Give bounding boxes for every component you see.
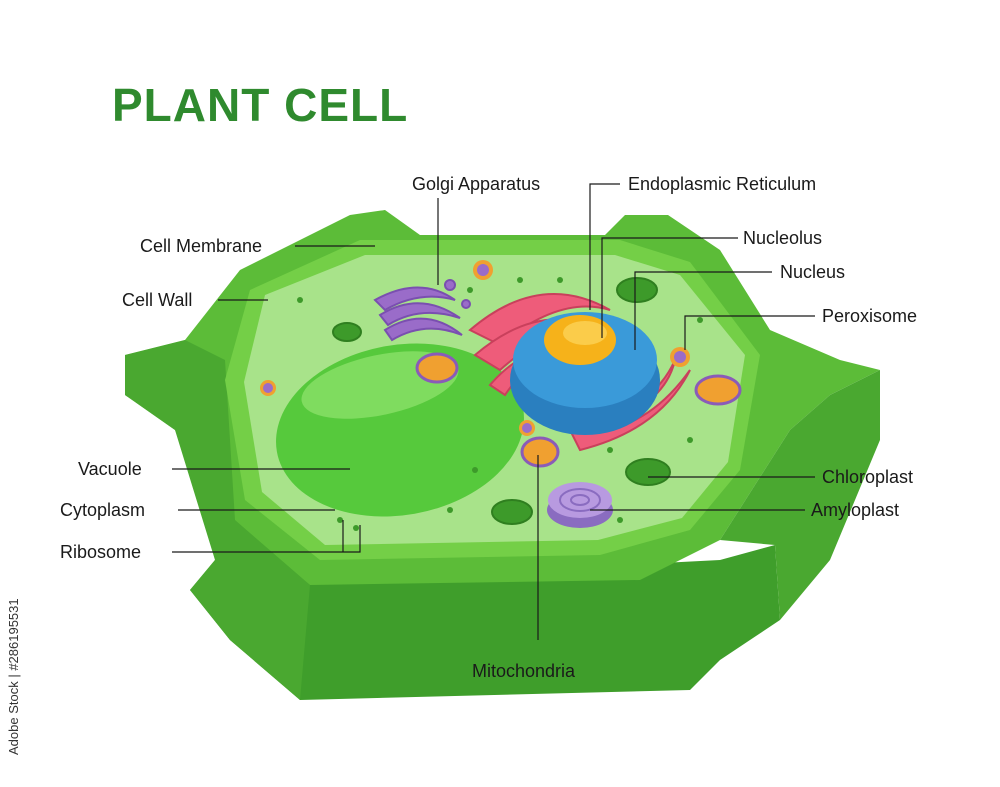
label-amyloplast: Amyloplast bbox=[811, 500, 900, 520]
label-cell-membrane: Cell Membrane bbox=[140, 236, 263, 256]
leader-ribosome bbox=[172, 525, 361, 553]
label-cytoplasm: Cytoplasm bbox=[60, 500, 146, 520]
stock-id-text: Adobe Stock | #286195531 bbox=[6, 598, 21, 755]
stock-id-watermark: Adobe Stock | #286195531 bbox=[6, 555, 28, 755]
leader-nucleolus bbox=[601, 237, 738, 338]
nucleolus-highlight bbox=[563, 321, 607, 345]
label-chloroplast: Chloroplast bbox=[822, 467, 914, 487]
cell-wall-side-right bbox=[720, 370, 880, 620]
label-nucleolus: Nucleolus bbox=[743, 228, 823, 248]
label-vacuole: Vacuole bbox=[78, 459, 142, 479]
label-golgi-apparatus: Golgi Apparatus bbox=[412, 174, 541, 194]
golgi-apparatus bbox=[373, 279, 471, 342]
label-peroxisome: Peroxisome bbox=[822, 306, 918, 326]
chloroplasts bbox=[332, 277, 671, 525]
leader-peroxisome bbox=[684, 315, 815, 350]
label-mitochondria: Mitochondria bbox=[472, 661, 576, 681]
label-nucleus: Nucleus bbox=[780, 262, 846, 282]
label-cell-wall: Cell Wall bbox=[122, 290, 193, 310]
page-title: PLANT CELL bbox=[112, 79, 409, 131]
cell-wall-side bbox=[125, 340, 310, 700]
leader-er bbox=[589, 183, 620, 310]
ribosomes bbox=[297, 277, 703, 531]
mitochondria bbox=[415, 352, 742, 468]
leader-nucleus bbox=[634, 271, 772, 350]
label-ribosome: Ribosome bbox=[60, 542, 142, 562]
amyloplast bbox=[547, 482, 613, 528]
label-endoplasmic-reticulum: Endoplasmic Reticulum bbox=[628, 174, 817, 194]
peroxisomes bbox=[260, 260, 690, 436]
leader-lines bbox=[172, 183, 815, 640]
